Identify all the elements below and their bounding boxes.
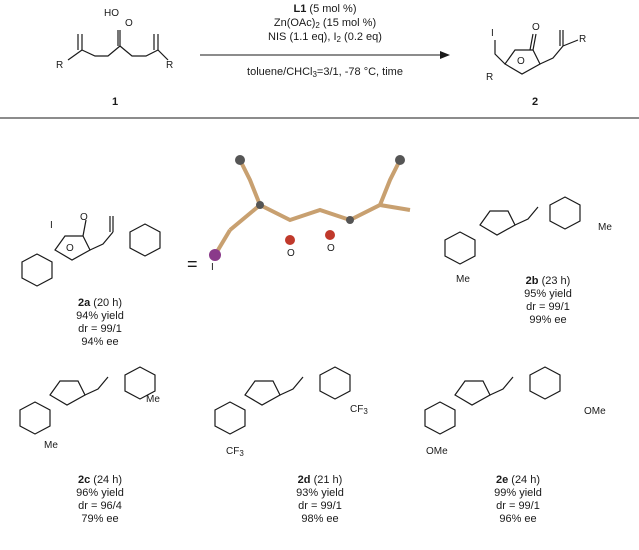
product-2c-data: 2c (24 h) 96% yield dr = 96/4 79% ee [60, 474, 140, 526]
product-2d-data: 2d (21 h) 93% yield dr = 99/1 98% ee [280, 474, 360, 526]
product-r-right: R [579, 34, 587, 45]
2e-methoxy-label-1: OMe [584, 406, 606, 417]
product-2b-ee: 99% ee [529, 314, 567, 326]
reactant-oxygen-atom: O [125, 18, 133, 29]
product-2e-dr: dr = 99/1 [496, 500, 540, 512]
product-label: 2 [532, 96, 539, 108]
product-2c-ee: 79% ee [81, 513, 119, 525]
crystal-oxygen-label-2: O [327, 243, 335, 254]
crystal-structure [209, 155, 411, 261]
product-2a-title: 2a (20 h) [77, 297, 123, 309]
product-2e-title: 2e (24 h) [495, 474, 541, 486]
product-2e-structure [424, 366, 561, 435]
product-2a-yield: 94% yield [76, 310, 124, 322]
reagent-line-2: Zn(OAc)2 (15 mol %) [273, 17, 377, 30]
reactant-1-structure [67, 30, 169, 61]
product-2c-title: 2c (24 h) [77, 474, 123, 486]
product-2d-title: 2d (21 h) [297, 474, 343, 486]
reactant-hydroxyl-atom: HO [104, 8, 119, 19]
product-2b-title: 2b (23 h) [525, 275, 571, 287]
2a-iodine-atom: I [50, 220, 53, 231]
product-2a-dr: dr = 99/1 [78, 323, 122, 335]
2a-carbonyl-oxygen: O [80, 212, 88, 223]
reagent-line-3: NIS (1.1 eq), I2 (0.2 eq) [268, 31, 382, 44]
product-2b-structure [444, 196, 581, 265]
product-2d-ee: 98% ee [301, 513, 339, 525]
2b-methyl-label-2: Me [456, 274, 470, 285]
2c-methyl-label-2: Me [44, 440, 58, 451]
2c-methyl-label-1: Me [146, 394, 160, 405]
2d-cf3-label-1: CF3 [350, 404, 368, 416]
product-2d-dr: dr = 99/1 [298, 500, 342, 512]
product-2e-yield: 99% yield [494, 487, 542, 499]
product-ring-oxygen: O [517, 56, 525, 67]
crystal-iodine-label: I [211, 262, 214, 273]
product-iodine-atom: I [491, 28, 494, 39]
product-2b-dr: dr = 99/1 [526, 301, 570, 313]
2b-methyl-label-1: Me [598, 222, 612, 233]
product-2d-yield: 93% yield [296, 487, 344, 499]
product-2c-dr: dr = 96/4 [78, 500, 122, 512]
product-2a-data: 2a (20 h) 94% yield dr = 99/1 94% ee [60, 297, 140, 349]
reactant-r-left: R [56, 60, 64, 71]
product-2c-yield: 96% yield [76, 487, 124, 499]
reaction-arrow [200, 51, 450, 59]
product-2a-ee: 94% ee [81, 336, 119, 348]
2e-methoxy-label-2: OMe [426, 446, 448, 457]
product-2e-ee: 96% ee [499, 513, 537, 525]
2a-ring-oxygen: O [66, 243, 74, 254]
product-2-structure [494, 30, 579, 75]
product-2d-structure [214, 366, 351, 435]
product-2e-data: 2e (24 h) 99% yield dr = 99/1 96% ee [478, 474, 558, 526]
product-2c-structure [19, 366, 156, 435]
crystal-oxygen-label-1: O [287, 248, 295, 259]
equals-sign: = [187, 254, 198, 274]
product-2b-yield: 95% yield [524, 288, 572, 300]
product-carbonyl-oxygen: O [532, 22, 540, 33]
2d-cf3-label-2: CF3 [226, 446, 244, 458]
reaction-conditions: toluene/CHCl3=3/1, -78 °C, time [247, 66, 403, 79]
reactant-r-right: R [166, 60, 174, 71]
product-2b-data: 2b (23 h) 95% yield dr = 99/1 99% ee [508, 275, 588, 327]
reactant-label: 1 [112, 96, 119, 108]
product-r-left: R [486, 72, 494, 83]
reagent-line-1: L1 (5 mol %) [293, 3, 357, 15]
product-2a-structure [21, 216, 161, 287]
ligand-label: L1 [293, 3, 307, 15]
